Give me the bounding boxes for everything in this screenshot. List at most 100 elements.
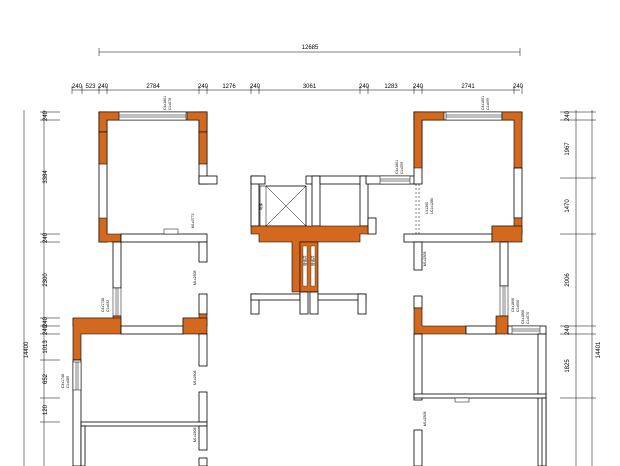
wall xyxy=(198,241,208,263)
top-dimension-ticks xyxy=(71,86,523,94)
window-label: C1x070 xyxy=(526,312,530,324)
dimension-label: 523 xyxy=(85,84,96,90)
dimension-label: 240 xyxy=(98,84,109,90)
wall xyxy=(413,393,547,399)
dimension-label: 240 xyxy=(250,84,261,90)
wall xyxy=(465,325,497,335)
dimension-label: 2741 xyxy=(461,84,475,90)
window-label: C1x099 xyxy=(486,98,490,110)
wall xyxy=(80,421,208,427)
dimension-label: 1967 xyxy=(565,142,571,156)
left-overall-label: 14400 xyxy=(24,341,30,358)
dimension-label: 240 xyxy=(43,316,49,327)
door-label: M1x2308 xyxy=(193,271,197,285)
column xyxy=(98,111,120,133)
wall xyxy=(413,429,423,466)
wall xyxy=(250,175,266,185)
wall xyxy=(198,293,208,315)
left-dimension-ticks xyxy=(40,111,60,423)
wall xyxy=(413,333,423,401)
dimension-label: 240 xyxy=(413,84,424,90)
window-label: C1x032 xyxy=(106,300,110,312)
column xyxy=(98,217,122,243)
dimension-label: 120 xyxy=(43,404,49,415)
wall xyxy=(541,397,547,466)
wall xyxy=(311,175,321,227)
column xyxy=(98,131,108,165)
elevator-shaft xyxy=(259,185,307,227)
wall xyxy=(120,325,184,335)
wall xyxy=(413,295,423,309)
column xyxy=(501,111,523,169)
window xyxy=(511,325,541,335)
window xyxy=(379,175,411,185)
window-label: C1x078 xyxy=(168,98,172,110)
wall xyxy=(120,233,208,243)
dimension-label: 240 xyxy=(513,84,524,90)
column xyxy=(186,111,208,133)
dimension-label: 240 xyxy=(565,110,571,121)
shaft-label: 管道井 xyxy=(302,255,307,266)
window-label: C4x1748 xyxy=(61,374,65,388)
wall xyxy=(309,291,319,315)
elevator-label: 电梯 xyxy=(258,203,263,210)
column xyxy=(72,317,122,361)
wall xyxy=(367,217,377,235)
door-label: M1x2308 xyxy=(423,412,427,426)
dimension-label: 1470 xyxy=(565,199,571,213)
door-label: M1x2308 xyxy=(423,252,427,266)
wall xyxy=(80,425,86,466)
window xyxy=(445,111,503,121)
dimension-label: 240 xyxy=(198,84,209,90)
wall xyxy=(112,241,122,289)
dimension-label: 240 xyxy=(43,232,49,243)
door-label: M1x0773 xyxy=(191,214,195,228)
window-label: C4x1801 xyxy=(163,96,167,110)
window-label: C1x085 xyxy=(66,376,70,388)
dimension-label: 3061 xyxy=(303,84,317,90)
wall xyxy=(319,175,367,185)
column xyxy=(182,317,208,335)
wall xyxy=(499,241,509,287)
overall-width-label: 12685 xyxy=(302,45,319,51)
window-label: C1x050 xyxy=(516,300,520,312)
dimension-label: 1013 xyxy=(43,340,49,354)
column xyxy=(491,225,523,243)
left-unit: C4x1801 C1x078 M1x0773 C4x1748 C1x032 M1… xyxy=(61,96,218,466)
window xyxy=(72,361,82,391)
wall xyxy=(72,359,82,466)
right-overall-label: 14401 xyxy=(596,341,602,358)
window xyxy=(112,287,122,317)
dimension-label: 2300 xyxy=(43,273,49,287)
wall xyxy=(513,167,523,219)
dimension-label: 1276 xyxy=(222,84,236,90)
door-label: LC1x1280 xyxy=(430,198,434,214)
wall xyxy=(198,425,208,451)
wall xyxy=(198,175,218,185)
wall xyxy=(198,457,208,466)
dimension-label: 240 xyxy=(43,110,49,121)
right-unit: C4x1801 C1x099 C4x1801 C1x099 LX1260 LC1… xyxy=(365,96,547,466)
window xyxy=(117,111,187,121)
dimension-label: 652 xyxy=(43,373,49,384)
dimension-label: 240 xyxy=(359,84,370,90)
wall xyxy=(198,391,208,423)
wall xyxy=(250,293,301,301)
window-label: C4x1801 xyxy=(395,160,399,174)
dimension-label: 240 xyxy=(43,324,49,335)
column xyxy=(299,241,319,293)
window-label: C4x1801 xyxy=(481,96,485,110)
center-core: 电梯 管道井 管道井 xyxy=(250,175,377,315)
door-sill xyxy=(454,397,470,403)
shaft-label: 管道井 xyxy=(310,255,315,266)
dimension-label: 1283 xyxy=(384,84,398,90)
window-label: C4x1866 xyxy=(521,310,525,324)
column xyxy=(413,111,445,169)
column xyxy=(198,131,208,165)
